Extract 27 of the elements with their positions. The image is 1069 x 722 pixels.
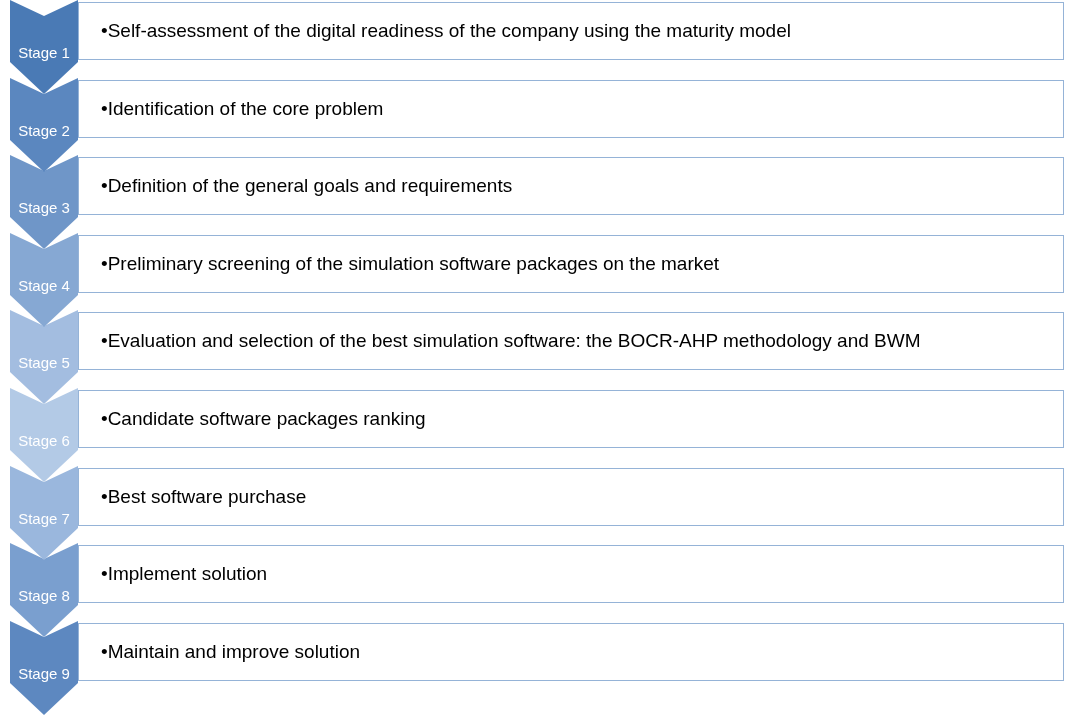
step-text: •Definition of the general goals and requirements <box>101 175 513 197</box>
step-text: •Implement solution <box>101 563 268 585</box>
step-text: •Best software purchase <box>101 486 307 508</box>
step-box <box>78 80 1064 138</box>
step-text: •Self-assessment of the digital readiness of the company using the maturity model <box>101 20 791 42</box>
stage-label: Stage 3 <box>17 199 71 216</box>
step-box <box>78 312 1064 370</box>
step-text: •Identification of the core problem <box>101 98 384 120</box>
stage-label: Stage 4 <box>17 277 71 294</box>
step-box <box>78 545 1064 603</box>
step-text: •Evaluation and selection of the best simulation software: the BOCR-AHP methodology and BWM <box>101 330 921 352</box>
stage-label: Stage 7 <box>17 510 71 527</box>
step-box <box>78 2 1064 60</box>
stage-label: Stage 6 <box>17 432 71 449</box>
step-box <box>78 468 1064 526</box>
step-text: •Maintain and improve solution <box>101 641 361 663</box>
stage-label: Stage 8 <box>17 587 71 604</box>
step-box <box>78 235 1064 293</box>
stage-label: Stage 2 <box>17 122 71 139</box>
step-text: •Preliminary screening of the simulation software packages on the market <box>101 253 720 275</box>
stage-label: Stage 1 <box>17 44 71 61</box>
step-box <box>78 390 1064 448</box>
stage-label: Stage 5 <box>17 354 71 371</box>
step-text: •Candidate software packages ranking <box>101 408 426 430</box>
step-box <box>78 157 1064 215</box>
step-box <box>78 623 1064 681</box>
stage-label: Stage 9 <box>17 665 71 682</box>
